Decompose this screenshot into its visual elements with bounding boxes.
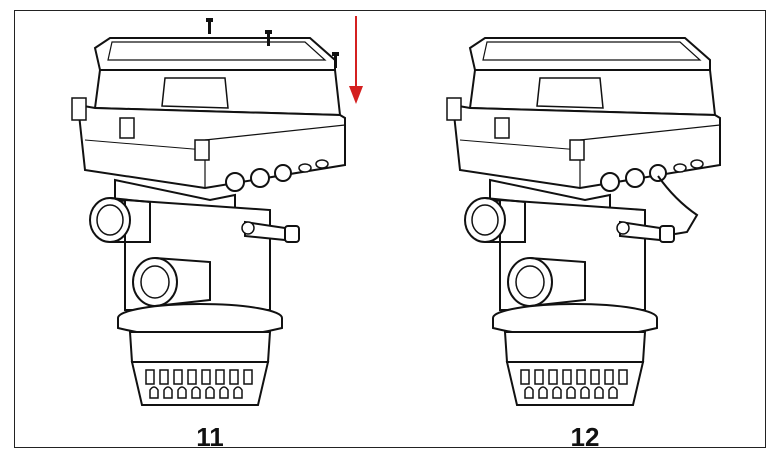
screw-icon: [206, 18, 213, 34]
valve-drawing-step-11: [71, 37, 346, 406]
step-label-12: 12: [570, 422, 600, 452]
screw-icon: [265, 30, 272, 46]
arrow-down-icon: [349, 16, 363, 104]
step-label-11: 11: [196, 422, 224, 452]
cable-icon: [657, 175, 699, 235]
valve-drawing-step-12: [446, 37, 721, 406]
screw-icon: [332, 52, 339, 68]
figure-frame: [14, 10, 766, 448]
